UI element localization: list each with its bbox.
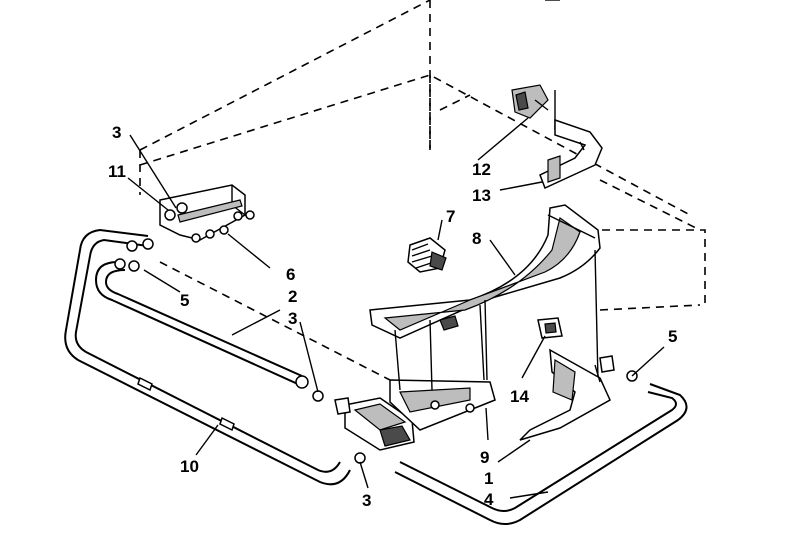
callout-10: 10	[180, 457, 199, 476]
cabinet-outline	[139, 0, 706, 381]
callout-labels: 3 11 6 5 2 3 7 8 12 13 14 5 9 1 4 10 3	[108, 123, 677, 510]
callout-2: 2	[288, 287, 297, 306]
callout-5-right: 5	[668, 327, 677, 346]
leader-lines	[127, 117, 665, 499]
callout-5-left: 5	[180, 291, 189, 310]
part-10-tube	[64, 228, 351, 486]
callout-8: 8	[472, 229, 481, 248]
callout-3-bottom: 3	[362, 491, 371, 510]
callout-12: 12	[472, 160, 491, 179]
part-9-valve	[334, 379, 496, 451]
callout-9: 9	[480, 448, 489, 467]
callout-1: 1	[484, 469, 493, 488]
callout-6: 6	[286, 265, 295, 284]
callout-3-top: 3	[112, 123, 121, 142]
callout-4: 4	[484, 490, 494, 509]
part-8-shelf	[369, 204, 601, 391]
part-1-bracket	[519, 348, 615, 441]
callout-3-mid: 3	[288, 309, 297, 328]
part-7-spring	[407, 237, 447, 273]
part-2-tube	[94, 238, 324, 402]
callout-14: 14	[510, 387, 529, 406]
part-6-hinge-bracket	[159, 184, 255, 243]
callout-11: 11	[108, 162, 126, 181]
part-14-clip	[537, 317, 563, 339]
part-12-clip	[511, 84, 549, 119]
frame-corner	[545, 0, 560, 130]
part-13-bracket	[539, 118, 603, 190]
callout-13: 13	[472, 186, 491, 205]
callout-7: 7	[446, 207, 455, 226]
